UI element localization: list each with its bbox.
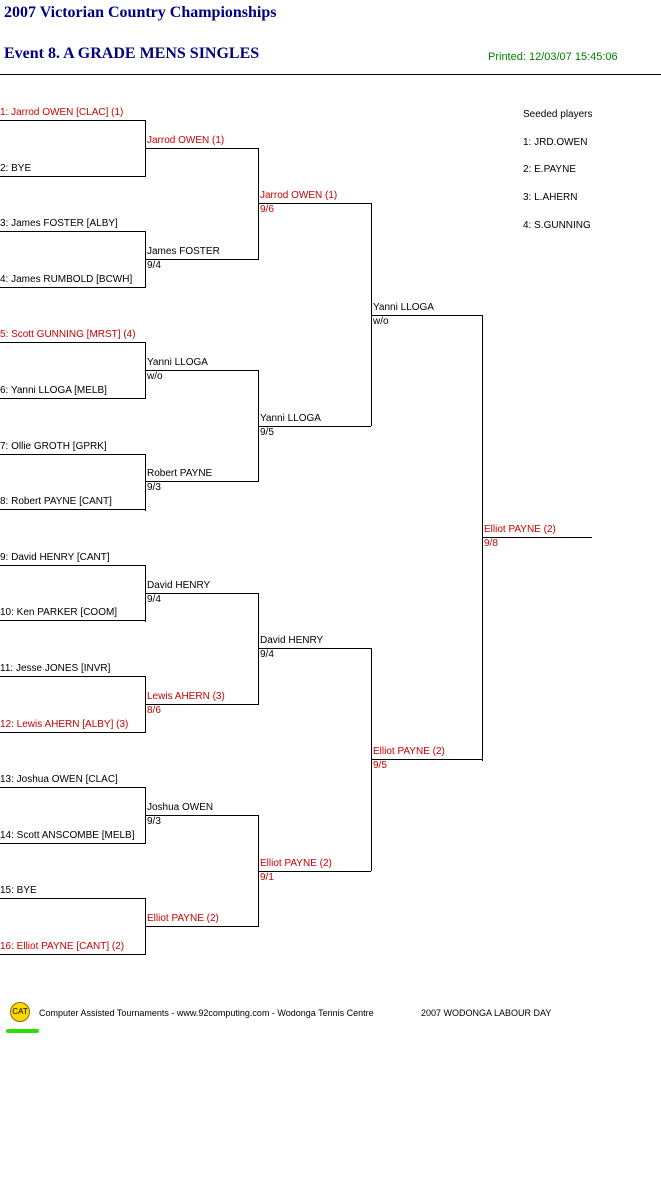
round3-winner-name: David HENRY xyxy=(260,635,324,646)
round3-winner-name: Elliot PAYNE (2) xyxy=(260,858,332,869)
round4-score: 9/5 xyxy=(373,760,387,771)
round3-score: 9/4 xyxy=(260,649,274,660)
event-title: Event 8. A GRADE MENS SINGLES xyxy=(4,45,260,62)
round2-score: 9/4 xyxy=(147,260,161,271)
round1-player: 12: Lewis AHERN [ALBY] (3) xyxy=(0,719,129,730)
round1-player: 16: Elliot PAYNE [CANT] (2) xyxy=(0,941,125,952)
cat-logo-icon: CAT xyxy=(10,1002,30,1022)
round2-line xyxy=(145,704,258,705)
seed-4: 4: S.GUNNING xyxy=(523,220,591,231)
round2-winner-name: Joshua OWEN xyxy=(147,802,214,813)
round2-line xyxy=(145,370,258,371)
round3-connector xyxy=(258,148,259,260)
cat-logo-underline xyxy=(6,1029,39,1033)
round1-line xyxy=(0,954,145,955)
round3-line xyxy=(258,203,371,204)
round2-winner-name: David HENRY xyxy=(147,580,211,591)
round2-winner-name: James FOSTER xyxy=(147,246,220,257)
round4-score: w/o xyxy=(373,316,389,327)
round1-line xyxy=(0,620,145,621)
round3-line xyxy=(258,871,371,872)
round2-winner-name: Robert PAYNE xyxy=(147,468,213,479)
round4-winner-name: Elliot PAYNE (2) xyxy=(373,746,445,757)
round1-line xyxy=(0,732,145,733)
round2-line xyxy=(145,259,258,260)
round1-line xyxy=(0,287,145,288)
round1-line xyxy=(0,676,145,677)
round1-player: 10: Ken PARKER [COOM] xyxy=(0,607,118,618)
round1-player: 9: David HENRY [CANT] xyxy=(0,552,110,563)
round3-connector xyxy=(258,593,259,705)
footer-event: 2007 WODONGA LABOUR DAY xyxy=(421,1008,552,1018)
round1-line xyxy=(0,342,145,343)
round1-player: 11: Jesse JONES [INVR] xyxy=(0,663,111,674)
round2-score: 9/4 xyxy=(147,594,161,605)
round3-score: 9/6 xyxy=(260,204,274,215)
round1-player: 7: Ollie GROTH [GPRK] xyxy=(0,441,107,452)
champion-score: 9/8 xyxy=(484,538,498,549)
round2-line xyxy=(145,815,258,816)
round1-line xyxy=(0,231,145,232)
round1-player: 13: Joshua OWEN [CLAC] xyxy=(0,774,118,785)
round3-score: 9/5 xyxy=(260,427,274,438)
round1-line xyxy=(0,454,145,455)
round2-score: w/o xyxy=(147,371,163,382)
round1-line xyxy=(0,398,145,399)
round1-player: 8: Robert PAYNE [CANT] xyxy=(0,496,112,507)
round3-line xyxy=(258,426,371,427)
seed-1: 1: JRD.OWEN xyxy=(523,137,588,148)
round4-line xyxy=(371,315,482,316)
round2-connector xyxy=(145,454,146,511)
round2-line xyxy=(145,593,258,594)
seed-3: 3: L.AHERN xyxy=(523,192,578,203)
round4-winner-name: Yanni LLOGA xyxy=(373,302,434,313)
round1-player: 2: BYE xyxy=(0,163,32,174)
round1-line xyxy=(0,120,145,121)
round3-line xyxy=(258,648,371,649)
round1-player: 14: Scott ANSCOMBE [MELB] xyxy=(0,830,135,841)
round1-player: 6: Yanni LLOGA [MELB] xyxy=(0,385,107,396)
round2-winner-name: Yanni LLOGA xyxy=(147,357,208,368)
round1-player: 1: Jarrod OWEN [CLAC] (1) xyxy=(0,107,124,118)
round1-player: 15: BYE xyxy=(0,885,37,896)
footer-credit: Computer Assisted Tournaments - www.92co… xyxy=(39,1008,374,1018)
round3-score: 9/1 xyxy=(260,872,274,883)
round1-line xyxy=(0,843,145,844)
round2-winner-name: Elliot PAYNE (2) xyxy=(147,913,219,924)
round2-winner-name: Lewis AHERN (3) xyxy=(147,691,225,702)
round2-line xyxy=(145,148,258,149)
round1-line xyxy=(0,565,145,566)
round2-winner-name: Jarrod OWEN (1) xyxy=(147,135,225,146)
tournament-title: 2007 Victorian Country Championships xyxy=(4,4,277,21)
final-connector xyxy=(482,315,483,761)
round1-line xyxy=(0,787,145,788)
final-line xyxy=(482,537,592,538)
round2-score: 9/3 xyxy=(147,482,161,493)
header-divider xyxy=(0,74,661,75)
round1-player: 3: James FOSTER [ALBY] xyxy=(0,218,118,229)
round2-line xyxy=(145,481,258,482)
printed-timestamp: Printed: 12/03/07 15:45:06 xyxy=(488,51,618,63)
round2-line xyxy=(145,926,258,927)
round2-score: 9/3 xyxy=(147,816,161,827)
round4-line xyxy=(371,759,482,760)
round1-line xyxy=(0,898,145,899)
round3-winner-name: Jarrod OWEN (1) xyxy=(260,190,338,201)
round1-player: 4: James RUMBOLD [BCWH] xyxy=(0,274,133,285)
champion-name: Elliot PAYNE (2) xyxy=(484,524,556,535)
round1-line xyxy=(0,176,145,177)
round1-player: 5: Scott GUNNING [MRST] (4) xyxy=(0,329,136,340)
round1-line xyxy=(0,509,145,510)
seeded-players-heading: Seeded players xyxy=(523,109,593,120)
round2-score: 8/6 xyxy=(147,705,161,716)
round3-winner-name: Yanni LLOGA xyxy=(260,413,321,424)
round4-connector xyxy=(371,203,372,426)
seed-2: 2: E.PAYNE xyxy=(523,164,576,175)
